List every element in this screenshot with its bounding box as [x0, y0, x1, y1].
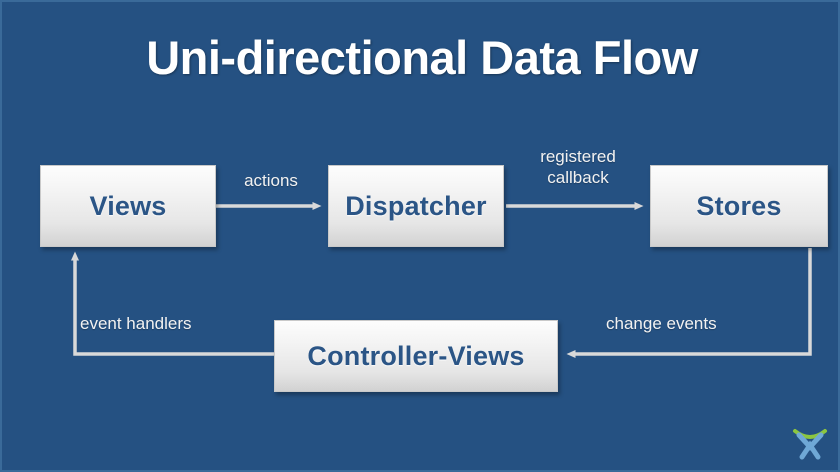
page-title: Uni-directional Data Flow: [146, 31, 698, 84]
connector-stores-to-controller: [566, 248, 812, 358]
node-dispatcher-label: Dispatcher: [345, 190, 487, 221]
connector-label-event-handlers: event handlers: [80, 314, 192, 333]
node-controller-views[interactable]: Controller-Views: [274, 320, 558, 392]
node-stores[interactable]: Stores: [650, 165, 828, 247]
node-controller-views-label: Controller-Views: [307, 340, 525, 371]
node-stores-label: Stores: [696, 190, 782, 221]
brand-logo: [793, 429, 827, 460]
connector-label-registered-callback: registered callback: [540, 147, 616, 187]
connector-label-change-events: change events: [606, 314, 717, 333]
connector-controller-to-views: [71, 251, 274, 356]
node-views[interactable]: Views: [40, 165, 216, 247]
node-views-label: Views: [89, 190, 167, 221]
node-dispatcher[interactable]: Dispatcher: [328, 165, 504, 247]
connector-label-actions: actions: [244, 171, 298, 190]
